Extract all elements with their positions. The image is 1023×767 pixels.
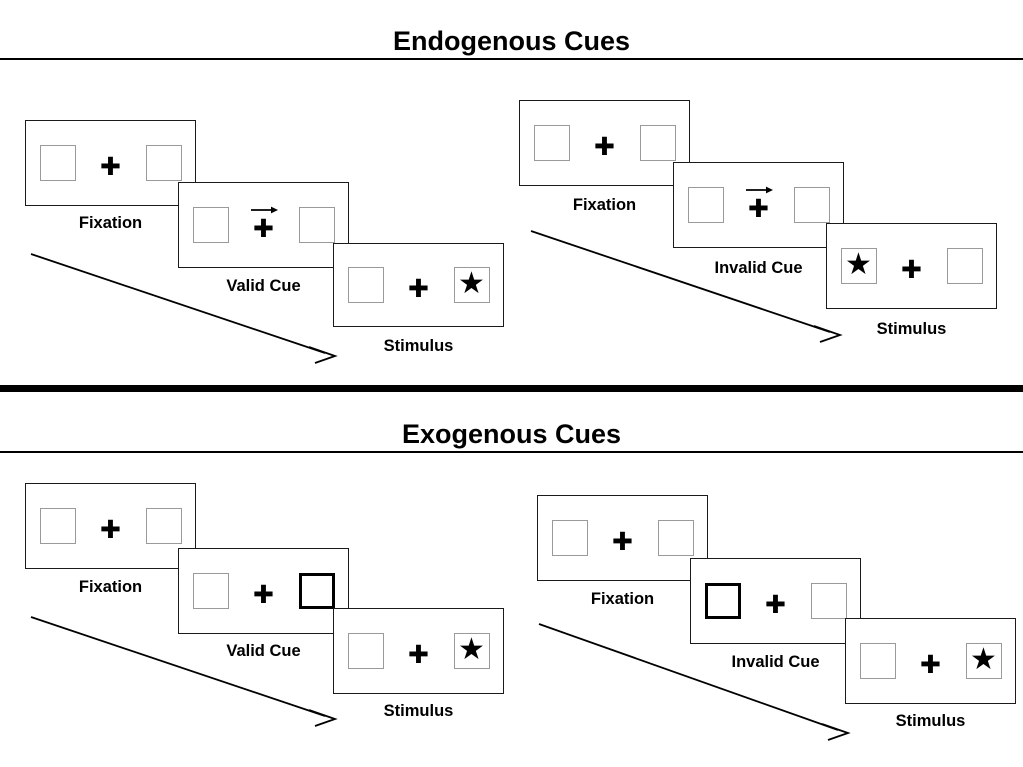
caption-endo-valid-fixation: Fixation xyxy=(78,214,143,232)
caption-endo-invalid-fixation: Fixation xyxy=(572,196,637,214)
caption-exo-invalid-stimulus: Stimulus xyxy=(895,712,966,730)
frame-endo-valid-fixation: ✚ xyxy=(25,120,196,206)
fixation-cross-icon: ✚ xyxy=(594,131,615,161)
center-slot: ✚ xyxy=(897,243,927,289)
frame-exo-valid-cue: ✚ xyxy=(178,548,349,634)
fixation-cross-icon: ✚ xyxy=(408,639,429,669)
left-box xyxy=(192,207,229,243)
frame-endo-invalid-stimulus: ★ ✚ xyxy=(826,223,997,309)
section-title-exogenous: Exogenous Cues xyxy=(0,419,1023,453)
right-box xyxy=(639,125,676,161)
section-divider xyxy=(0,385,1023,392)
caption-endo-invalid-cue: Invalid Cue xyxy=(714,259,803,277)
right-box xyxy=(657,520,694,556)
frame-endo-valid-stimulus: ✚ ★ xyxy=(333,243,504,327)
left-box xyxy=(39,145,76,181)
left-box xyxy=(347,633,384,669)
fixation-cross-icon: ✚ xyxy=(253,213,274,243)
left-box xyxy=(551,520,588,556)
left-box xyxy=(859,643,896,679)
section-title-exogenous-text: Exogenous Cues xyxy=(401,419,622,449)
fixation-cross-icon: ✚ xyxy=(765,589,786,619)
section-title-endogenous-text: Endogenous Cues xyxy=(392,26,630,56)
caption-endo-valid-stimulus: Stimulus xyxy=(383,337,454,355)
section-title-endogenous: Endogenous Cues xyxy=(0,26,1023,60)
target-star-icon: ★ xyxy=(970,642,997,677)
right-box xyxy=(145,508,182,544)
fixation-cross-icon: ✚ xyxy=(100,151,121,181)
caption-exo-valid-stimulus: Stimulus xyxy=(383,702,454,720)
target-star-icon: ★ xyxy=(458,632,485,667)
frame-exo-valid-stimulus: ✚ ★ xyxy=(333,608,504,694)
center-slot: ✚ xyxy=(916,638,946,684)
left-box xyxy=(533,125,570,161)
right-box xyxy=(946,248,983,284)
left-box xyxy=(347,267,384,303)
center-slot: ✚ xyxy=(404,628,434,674)
left-box xyxy=(192,573,229,609)
right-box xyxy=(793,187,830,223)
frame-endo-valid-cue: ✚ xyxy=(178,182,349,268)
fixation-cross-icon: ✚ xyxy=(612,526,633,556)
fixation-cross-icon: ✚ xyxy=(100,514,121,544)
right-box xyxy=(810,583,847,619)
fixation-cross-icon: ✚ xyxy=(901,254,922,284)
center-slot: ✚ xyxy=(96,140,126,186)
right-box xyxy=(145,145,182,181)
caption-endo-invalid-stimulus: Stimulus xyxy=(876,320,947,338)
left-box xyxy=(39,508,76,544)
center-slot: ✚ xyxy=(744,182,774,228)
frame-endo-invalid-fixation: ✚ xyxy=(519,100,690,186)
frame-exo-invalid-stimulus: ✚ ★ xyxy=(845,618,1016,704)
caption-exo-invalid-cue: Invalid Cue xyxy=(731,653,820,671)
right-box-with-target: ★ xyxy=(965,642,1002,679)
center-slot: ✚ xyxy=(96,503,126,549)
center-slot: ✚ xyxy=(404,262,434,308)
caption-exo-valid-cue: Valid Cue xyxy=(226,642,301,660)
fixation-cross-icon: ✚ xyxy=(748,193,769,223)
frame-endo-invalid-cue: ✚ xyxy=(673,162,844,248)
target-star-icon: ★ xyxy=(458,266,485,301)
fixation-cross-icon: ✚ xyxy=(253,579,274,609)
center-slot: ✚ xyxy=(249,568,279,614)
left-box-cued xyxy=(704,583,741,619)
target-star-icon: ★ xyxy=(845,247,872,282)
fixation-cross-icon: ✚ xyxy=(920,649,941,679)
caption-exo-valid-fixation: Fixation xyxy=(78,578,143,596)
left-box xyxy=(687,187,724,223)
fixation-cross-icon: ✚ xyxy=(408,273,429,303)
right-box-with-target: ★ xyxy=(453,266,490,303)
frame-exo-invalid-cue: ✚ xyxy=(690,558,861,644)
frame-exo-invalid-fixation: ✚ xyxy=(537,495,708,581)
caption-endo-valid-cue: Valid Cue xyxy=(226,277,301,295)
right-box-cued xyxy=(298,573,335,609)
center-slot: ✚ xyxy=(590,120,620,166)
caption-exo-invalid-fixation: Fixation xyxy=(590,590,655,608)
center-slot: ✚ xyxy=(608,515,638,561)
right-box xyxy=(298,207,335,243)
left-box-with-target: ★ xyxy=(840,247,877,284)
center-slot: ✚ xyxy=(249,202,279,248)
center-slot: ✚ xyxy=(761,578,791,624)
frame-exo-valid-fixation: ✚ xyxy=(25,483,196,569)
right-box-with-target: ★ xyxy=(453,632,490,669)
